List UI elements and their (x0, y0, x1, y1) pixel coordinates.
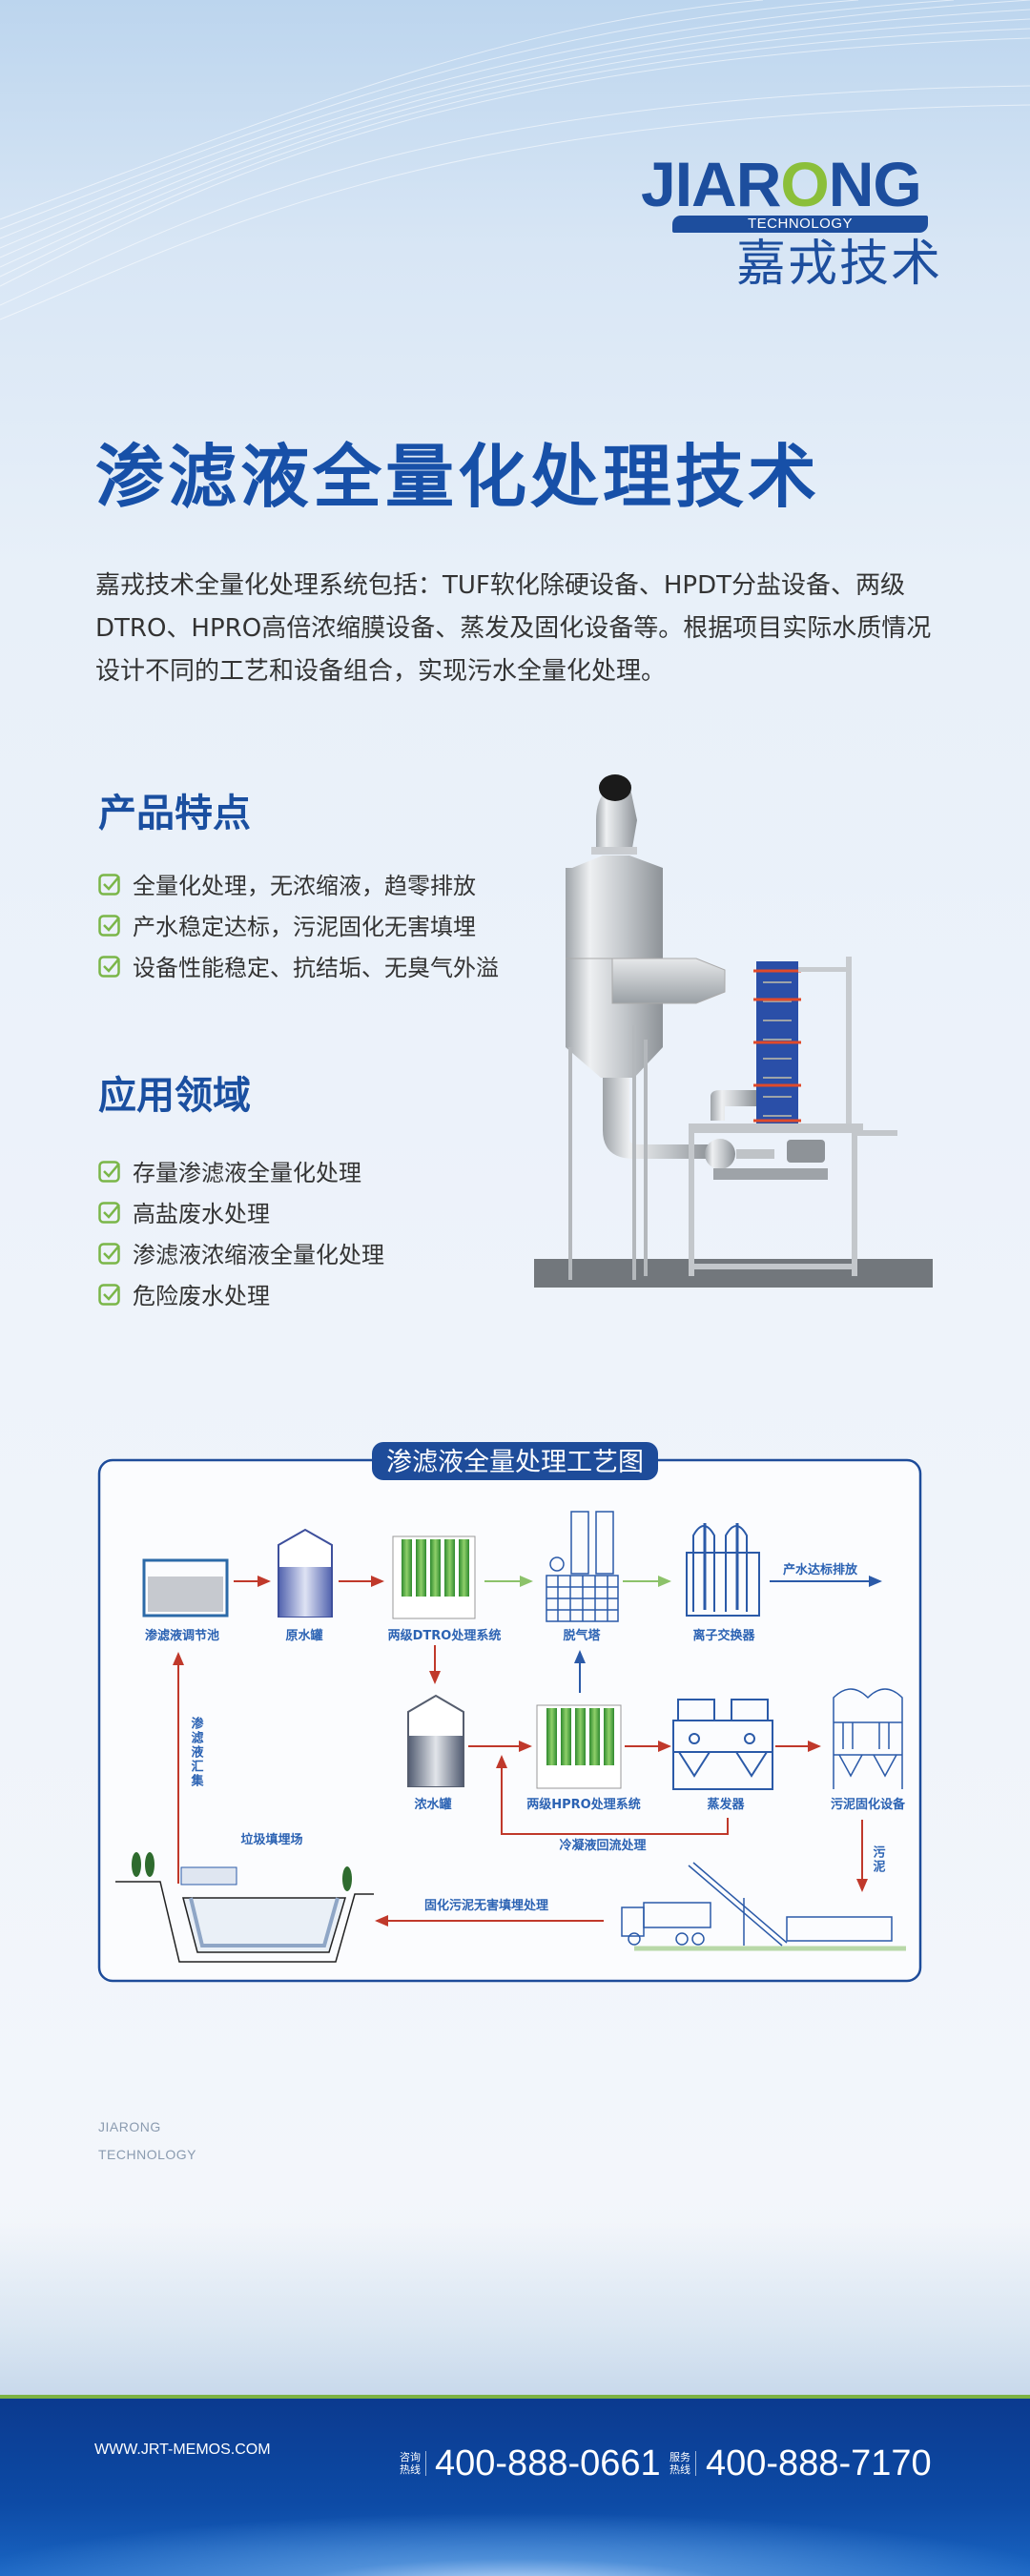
checkbox-icon (98, 873, 120, 896)
checkbox-icon (98, 914, 120, 937)
corp-signature: JIARONG TECHNOLOGY (98, 2119, 197, 2162)
node-label: 离子交换器 (692, 1628, 755, 1643)
evaporator-icon (672, 1699, 773, 1790)
hotline2-label: 服务热线 (670, 2451, 696, 2476)
flow-label: 固化污泥无害填埋处理 (424, 1898, 548, 1913)
sludge-solidification-icon (833, 1688, 903, 1789)
node-label: 垃圾填埋场 (240, 1832, 302, 1847)
flow-label: 冷凝液回流处理 (559, 1838, 646, 1853)
world-map-decoration (0, 2222, 1030, 2398)
wave-lines-decoration (0, 0, 1030, 320)
checkbox-icon (98, 1242, 120, 1265)
list-item: 设备性能稳定、抗结垢、无臭气外溢 (98, 945, 499, 986)
checkbox-icon (98, 1283, 120, 1306)
footer-band (0, 2395, 1030, 2576)
checkbox-icon (98, 1201, 120, 1224)
features-heading: 产品特点 (98, 792, 251, 835)
logo-tagline: TECHNOLOGY (672, 216, 928, 233)
checkbox-icon (98, 1160, 120, 1183)
logo-cn-name: 嘉戎技术 (736, 236, 943, 293)
flow-arrows (173, 1576, 882, 1927)
applications-list: 存量渗滤液全量化处理 高盐废水处理 渗滤液浓缩液全量化处理 危险废水处理 (98, 1150, 384, 1314)
hotline1-number[interactable]: 400-888-0661 (435, 2443, 661, 2483)
node-label: 两级HPRO处理系统 (526, 1797, 640, 1812)
website-link[interactable]: WWW.JRT-MEMOS.COM (94, 2442, 271, 2458)
list-item: 产水稳定达标，污泥固化无害填埋 (98, 904, 499, 945)
landfill-icon (115, 1852, 374, 1963)
list-item: 危险废水处理 (98, 1273, 384, 1314)
hotline1-label: 咨询热线 (400, 2451, 426, 2476)
checkbox-icon (98, 955, 120, 978)
node-label: 两级DTRO处理系统 (388, 1628, 502, 1643)
applications-heading: 应用领域 (98, 1074, 251, 1118)
raw-water-tank-icon (278, 1528, 333, 1618)
regulating-pond-icon (142, 1558, 229, 1618)
hotline2-number[interactable]: 400-888-7170 (706, 2443, 932, 2483)
list-item: 高盐废水处理 (98, 1191, 384, 1232)
diagram-title: 渗滤液全量处理工艺图 (386, 1448, 644, 1477)
process-diagram: 渗滤液全量处理工艺图 (97, 1442, 922, 1983)
list-item: 存量渗滤液全量化处理 (98, 1150, 384, 1191)
truck-conveyor-icon (621, 1862, 906, 1951)
node-label: 蒸发器 (707, 1797, 745, 1812)
logo-wordmark: JIARONG (641, 149, 922, 219)
node-label: 污泥固化设备 (831, 1797, 906, 1812)
node-label: 渗滤液调节池 (145, 1628, 219, 1643)
list-item: 渗滤液浓缩液全量化处理 (98, 1232, 384, 1273)
intro-paragraph: 嘉戎技术全量化处理系统包括：TUF软化除硬设备、HPDT分盐设备、两级DTRO、… (95, 571, 932, 686)
node-label: 浓水罐 (414, 1797, 451, 1812)
ion-exchanger-icon (686, 1523, 760, 1617)
node-label: 原水罐 (285, 1628, 322, 1643)
flow-label: 污泥 (871, 1844, 886, 1874)
features-list: 全量化处理，无浓缩液，趋零排放 产水稳定达标，污泥固化无害填埋 设备性能稳定、抗… (98, 863, 499, 986)
node-label: 脱气塔 (563, 1628, 601, 1643)
list-item: 全量化处理，无浓缩液，趋零排放 (98, 863, 499, 904)
concentrate-tank-icon (407, 1694, 464, 1787)
diagram-title-tab (372, 1442, 658, 1480)
hpro-system-icon (536, 1704, 622, 1789)
evaporator-equipment-image (534, 774, 933, 1288)
dtro-system-icon (392, 1535, 476, 1619)
page-title: 渗滤液全量化处理技术 (95, 437, 821, 517)
flow-label: 渗滤液汇集 (189, 1716, 205, 1788)
degassing-tower-icon (546, 1511, 619, 1622)
flow-label: 产水达标排放 (783, 1562, 858, 1577)
